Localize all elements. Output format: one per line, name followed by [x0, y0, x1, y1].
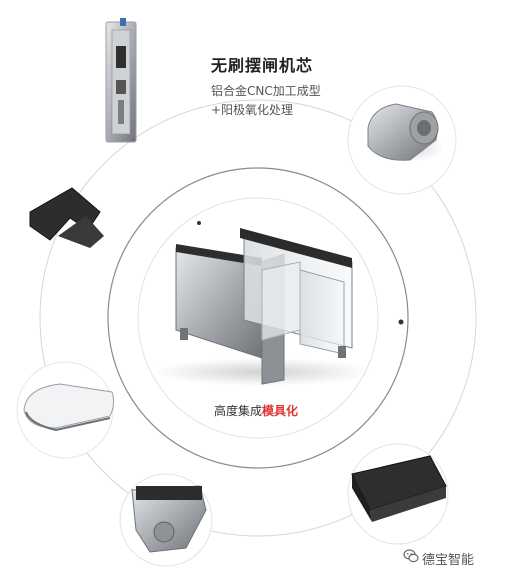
feature-line-material: 铝合金CNC加工成型 — [211, 84, 321, 98]
orbit-middle — [107, 167, 409, 469]
control-box-part — [347, 443, 449, 545]
curved-panel-part — [16, 361, 115, 459]
orbit-outer — [39, 99, 477, 537]
orbit-dot — [197, 221, 201, 225]
cylinder-motor-part — [347, 85, 457, 195]
wechat-icon — [403, 549, 419, 563]
brand-watermark: 德宝智能 — [422, 553, 475, 568]
motor-core-part — [105, 18, 137, 143]
orbit-dot — [398, 319, 404, 325]
feature-title: 无刷摆闸机芯 — [211, 56, 314, 75]
caption-highlight: 模具化 — [262, 404, 299, 418]
orbit-inner — [137, 197, 379, 439]
integration-caption: 高度集成模具化 — [214, 402, 298, 419]
feature-line-finish: +阳极氧化处理 — [211, 103, 294, 117]
turnstile-gate — [152, 228, 372, 386]
housing-part — [119, 473, 213, 567]
caption-prefix: 高度集成 — [214, 404, 263, 418]
black-bracket-part — [29, 187, 104, 248]
